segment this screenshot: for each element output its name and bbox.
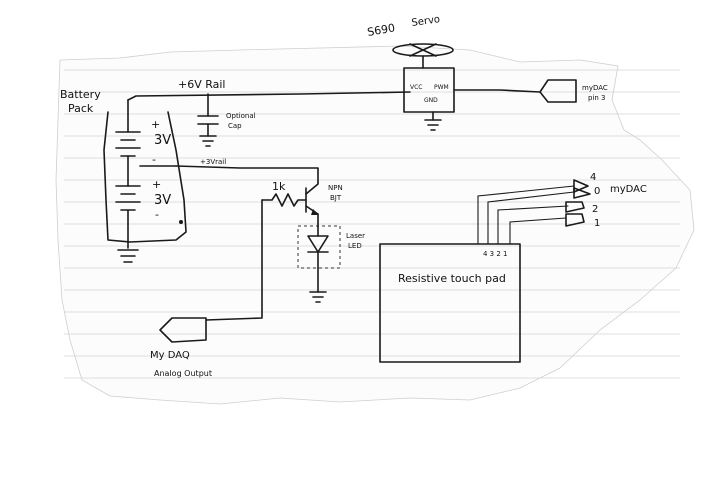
servo-label: Servo xyxy=(411,14,441,29)
dac-pin-0: 0 xyxy=(594,186,600,197)
touchpad-pin-numbers: 4 3 2 1 xyxy=(483,250,508,258)
three-volt-rail: +3Vrail xyxy=(175,158,319,183)
battery-bottom-plus: + xyxy=(152,178,161,191)
dac-bus-title: myDAC xyxy=(610,184,647,195)
servo-pin-pwm: PWM xyxy=(434,84,449,91)
mydac-pin3-line1: myDAC xyxy=(582,84,608,92)
mydaq-analog-output: My DAQ Analog Output xyxy=(150,317,212,378)
optional-capacitor: Optional Cap xyxy=(197,93,256,147)
dac-pin-1: 1 xyxy=(594,218,600,229)
battery-bottom-minus: - xyxy=(155,208,159,221)
battery-cell-top-voltage: 3V xyxy=(154,133,171,148)
laser-label-line1: Laser xyxy=(346,232,365,240)
battery-top-plus: + xyxy=(151,118,160,131)
mydac-pin3-line2: pin 3 xyxy=(588,94,606,102)
transistor-type-line1: NPN xyxy=(328,184,343,192)
mydac-pin3-connector: myDAC pin 3 xyxy=(539,79,608,103)
laser-enclosure xyxy=(297,225,341,269)
dac-pin-4: 4 xyxy=(590,172,596,183)
battery-title-line2: Pack xyxy=(68,102,94,115)
three-volt-rail-label: +3Vrail xyxy=(200,158,226,166)
resistor-label: 1k xyxy=(272,180,286,193)
transistor-type-line2: BJT xyxy=(330,194,342,202)
touchpad-label: Resistive touch pad xyxy=(398,272,506,285)
six-volt-rail: +6V Rail xyxy=(127,78,411,101)
servo: S690 Servo VCC PWM GND xyxy=(366,14,541,131)
mydac-bus-connectors: 4 0 myDAC 2 1 xyxy=(565,172,647,229)
dac-pin-2: 2 xyxy=(592,204,598,215)
battery-top-minus: - xyxy=(152,153,156,166)
daq-label-line1: My DAQ xyxy=(150,350,190,361)
capacitor-label-line2: Cap xyxy=(228,122,242,130)
laser-label-line2: LED xyxy=(348,242,362,250)
servo-pin-gnd: GND xyxy=(424,97,438,104)
battery-title-line1: Battery xyxy=(60,88,101,101)
ruled-lines xyxy=(64,69,680,379)
battery-pack: Battery Pack + - 3V + 3V - xyxy=(60,88,187,263)
resistive-touch-pad: Resistive touch pad 4 3 2 1 xyxy=(379,185,575,363)
daq-label-line2: Analog Output xyxy=(154,369,212,378)
battery-cell-bottom-voltage: 3V xyxy=(154,193,171,208)
laser-led: Laser LED xyxy=(297,225,365,303)
servo-pin-vcc: VCC xyxy=(410,84,422,91)
battery-tap-dot xyxy=(179,220,183,224)
six-volt-rail-label: +6V Rail xyxy=(178,78,226,91)
touchpad-body xyxy=(379,243,521,363)
emitter-arrow xyxy=(311,209,319,215)
npn-transistor-stage: 1k NPN BJT xyxy=(205,180,343,321)
capacitor-label-line1: Optional xyxy=(226,112,256,120)
servo-model: S690 xyxy=(366,21,396,39)
